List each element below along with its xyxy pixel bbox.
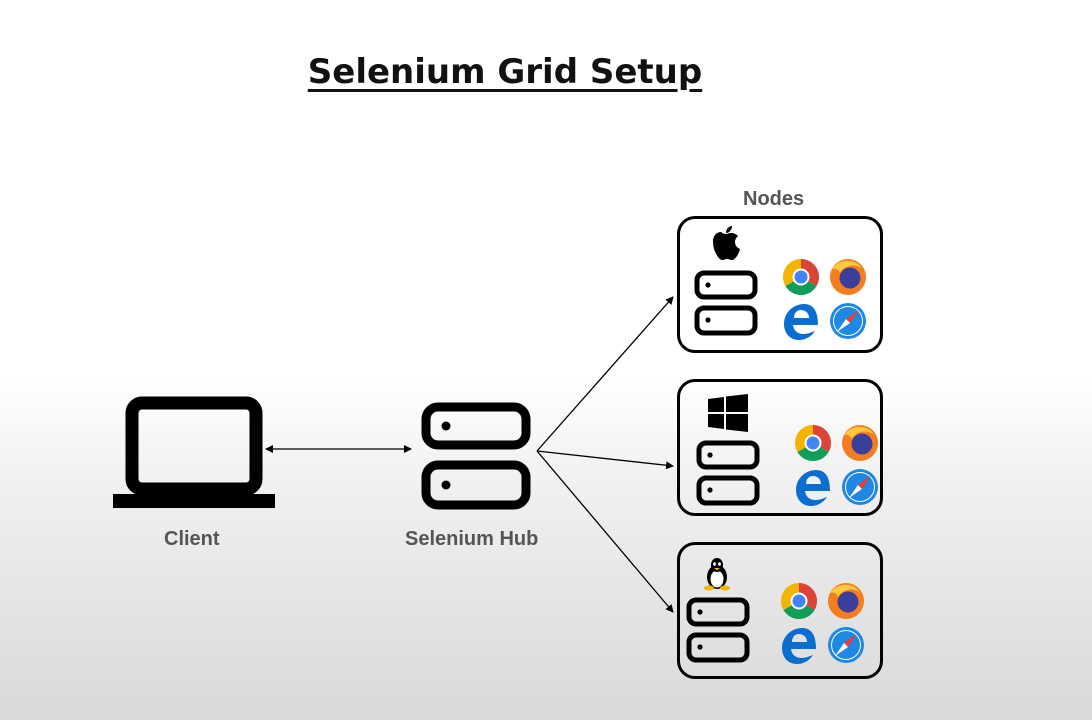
safari-icon (842, 469, 878, 505)
firefox-icon (842, 425, 878, 461)
chrome-icon (782, 259, 820, 296)
browser-group-linux (780, 582, 866, 666)
safari-icon (828, 627, 864, 663)
edge-icon (796, 470, 830, 506)
browser-group-windows (794, 424, 880, 508)
server-icon (686, 597, 750, 663)
laptop-icon (113, 396, 275, 508)
client-label: Client (164, 528, 220, 550)
edge-icon (784, 304, 818, 340)
hub-node-linux-arrow (536, 450, 674, 613)
firefox-icon (828, 583, 864, 619)
node-linux (677, 542, 883, 679)
node-mac (677, 216, 883, 353)
browser-group-mac (782, 258, 868, 342)
windows-icon (708, 394, 748, 432)
hub-node-mac-arrow (536, 296, 674, 452)
hub-server-icon (421, 402, 531, 510)
nodes-label: Nodes (743, 188, 805, 210)
chrome-icon (780, 583, 818, 620)
safari-icon (830, 303, 866, 339)
edge-icon (782, 628, 816, 664)
server-icon (694, 270, 758, 336)
hub-label: Selenium Hub (405, 528, 539, 550)
firefox-icon (830, 259, 866, 295)
linux-icon (704, 558, 730, 591)
apple-icon (713, 226, 740, 260)
server-icon (696, 440, 760, 506)
hub-node-win-arrow (536, 450, 674, 470)
chrome-icon (794, 425, 832, 462)
node-windows (677, 379, 883, 516)
page-title: Selenium Grid Setup (307, 52, 703, 92)
